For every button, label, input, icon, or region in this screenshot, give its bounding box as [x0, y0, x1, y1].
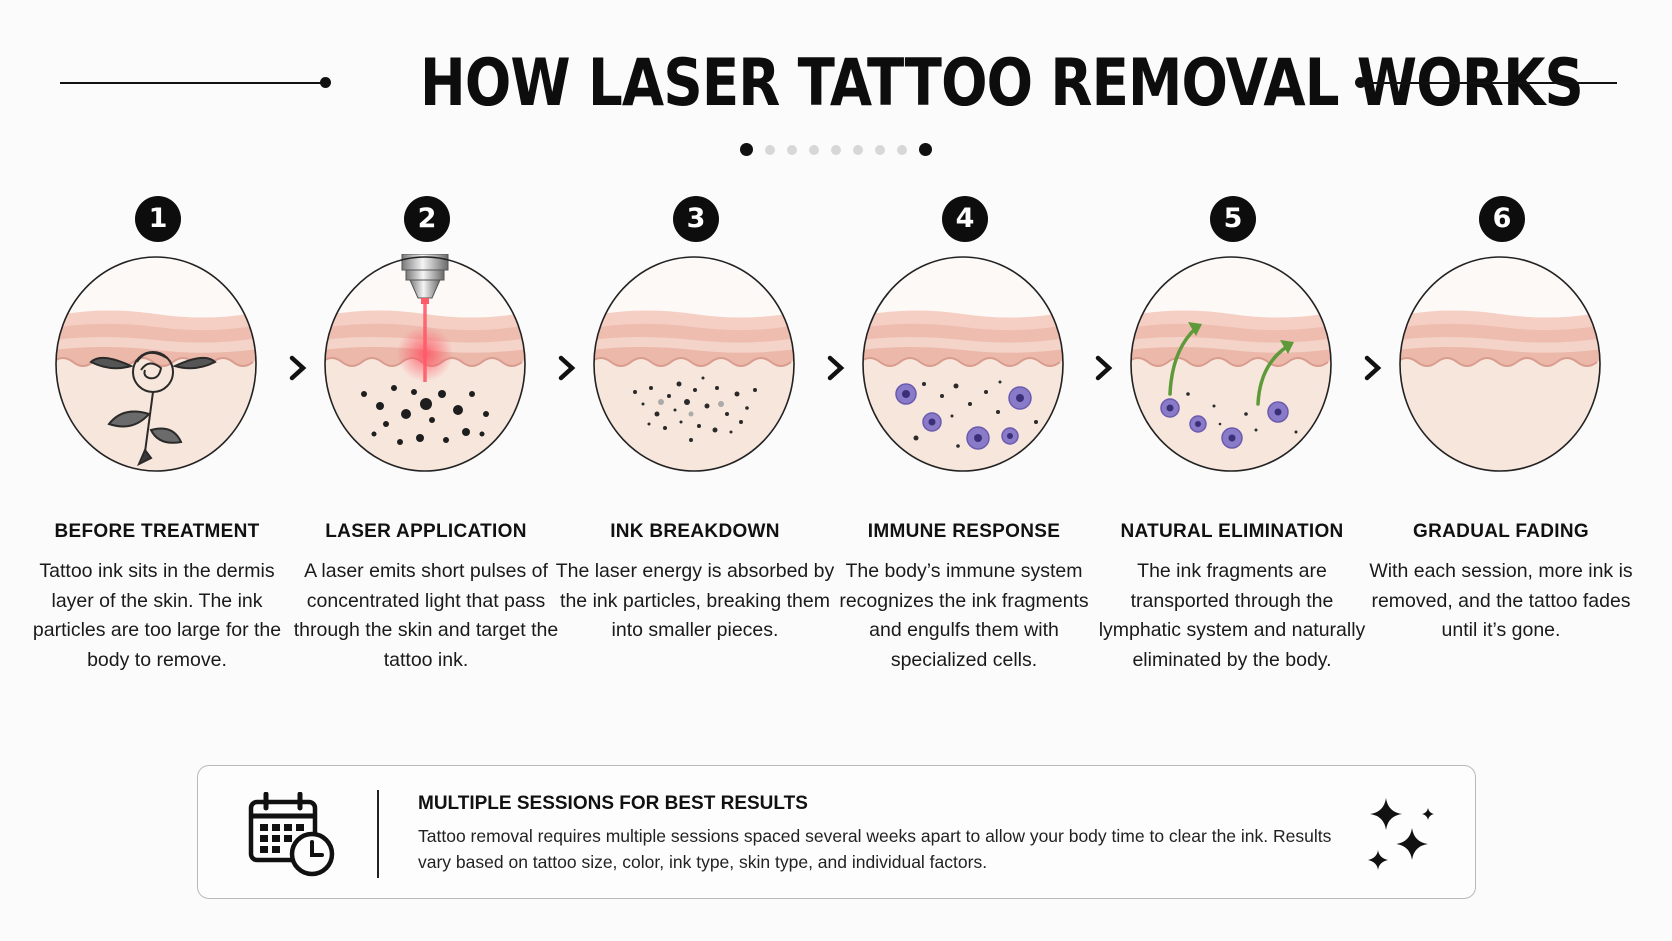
header-dot-left — [320, 77, 331, 88]
step-number-6: 6 — [1479, 196, 1525, 242]
upward-arrow-icon — [1168, 326, 1290, 406]
divider-dot — [809, 144, 819, 155]
divider-dot — [853, 144, 863, 155]
step-description-1: Tattoo ink sits in the dermis layer of t… — [32, 560, 282, 671]
chevron-right-icon — [558, 355, 576, 381]
divider-dots — [0, 143, 1672, 156]
skin-cross-section-laser — [322, 254, 528, 474]
step-title-2: LASER APPLICATION — [325, 521, 527, 542]
divider-dot — [765, 144, 775, 155]
calendar-clock-icon — [248, 792, 335, 877]
chevron-right-icon — [827, 355, 845, 381]
step-title-1: BEFORE TREATMENT — [54, 521, 260, 542]
step-title-6: GRADUAL FADING — [1413, 521, 1589, 542]
chevron-right-icon — [1364, 355, 1382, 381]
skin-cross-section-immune — [860, 254, 1066, 474]
step-title-3: INK BREAKDOWN — [610, 521, 780, 542]
note-divider — [377, 790, 379, 878]
step-number-1: 1 — [135, 196, 181, 242]
skin-cross-section-before — [53, 254, 259, 474]
skin-cross-section-clear — [1397, 254, 1603, 474]
note-description: Tattoo removal requires multiple session… — [418, 826, 1332, 872]
divider-dot — [831, 144, 841, 155]
chevron-right-icon — [289, 355, 307, 381]
laser-handpiece-icon — [401, 254, 449, 304]
step-description-6: With each session, more ink is removed, … — [1369, 560, 1633, 641]
header-line-right — [1362, 82, 1617, 84]
header-line-left — [60, 82, 325, 84]
step-title-4: IMMUNE RESPONSE — [867, 521, 1061, 542]
header-dot-right — [1355, 77, 1366, 88]
sessions-note-box: MULTIPLE SESSIONS FOR BEST RESULTS Tatto… — [197, 765, 1476, 899]
step-description-5: The ink fragments are transported throug… — [1098, 560, 1366, 671]
step-description-4: The body’s immune system recognizes the … — [839, 560, 1089, 671]
divider-dot — [897, 144, 907, 155]
step-number-4: 4 — [942, 196, 988, 242]
page-title: HOW LASER TATTOO REMOVAL WORKS — [420, 46, 1584, 121]
skin-cross-section-elimination — [1128, 254, 1334, 474]
step-number-2: 2 — [404, 196, 450, 242]
divider-dot — [919, 143, 932, 156]
step-number-5: 5 — [1210, 196, 1256, 242]
rose-tattoo-icon — [89, 351, 217, 467]
note-title: MULTIPLE SESSIONS FOR BEST RESULTS — [418, 793, 808, 814]
divider-dot — [875, 144, 885, 155]
step-title-5: NATURAL ELIMINATION — [1120, 521, 1344, 542]
chevron-right-icon — [1095, 355, 1113, 381]
step-number-3: 3 — [673, 196, 719, 242]
divider-dot — [787, 144, 797, 155]
sparkles-icon — [1368, 798, 1434, 870]
step-description-3: The laser energy is absorbed by the ink … — [555, 560, 835, 641]
step-description-2: A laser emits short pulses of concentrat… — [293, 560, 559, 671]
divider-dot — [740, 143, 753, 156]
skin-cross-section-breakdown — [591, 254, 797, 474]
